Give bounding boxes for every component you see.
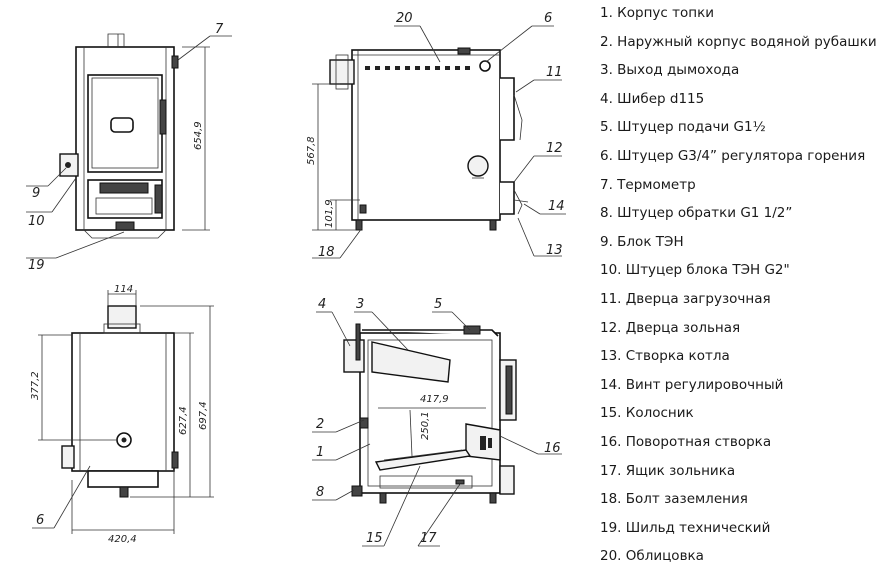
legend-item: 19. Шильд технический: [600, 519, 771, 536]
callout-11: 11: [546, 65, 563, 80]
callout-2: 2: [316, 417, 324, 432]
callout-9: 9: [32, 186, 40, 201]
callout-3: 3: [356, 297, 364, 312]
front-view: 654,9: [59, 33, 210, 239]
callout-14: 14: [548, 199, 565, 214]
legend-item: 16. Поворотная створка: [600, 433, 772, 450]
legend-item: 4. Шибер d115: [600, 90, 705, 107]
boiler-technical-drawing: 654,9: [26, 11, 566, 547]
legend-item: 2. Наружный корпус водяной рубашки: [600, 33, 877, 50]
callout-16: 16: [544, 441, 561, 456]
callout-7: 7: [215, 22, 224, 37]
rear-view: 114 377,2 627,4 697,4 420,4: [30, 284, 214, 545]
legend-item: 13. Створка котла: [600, 348, 730, 365]
side-view: 567,8 101,9: [306, 47, 529, 231]
dim-side-low: 101,9: [324, 199, 335, 228]
callout-1: 1: [316, 445, 324, 460]
legend-item: 8. Штуцер обратки G1 1/2”: [600, 205, 793, 222]
dim-section-depth: 250,1: [420, 411, 431, 440]
legend-item: 11. Дверца загрузочная: [600, 290, 771, 307]
callout-17: 17: [420, 531, 437, 546]
callout-20: 20: [396, 11, 413, 26]
dim-section-width: 417,9: [420, 394, 449, 405]
callout-numbers: 7 9 10 19 20 6 11 12 14 13 18 4 3 5 2 1 …: [28, 11, 565, 546]
dim-rear-h2: 697,4: [198, 401, 209, 430]
legend-item: 20. Облицовка: [600, 548, 704, 565]
legend-item: 15. Колосник: [600, 405, 694, 422]
dim-rear-width: 420,4: [108, 534, 137, 545]
callout-12: 12: [546, 141, 563, 156]
callout-19: 19: [28, 258, 45, 273]
callout-6-side: 6: [544, 11, 552, 26]
legend-item: 14. Винт регулировочный: [600, 376, 784, 393]
callout-leaders: [26, 25, 566, 547]
callout-6-rear: 6: [36, 513, 44, 528]
dim-rear-h1: 627,4: [178, 406, 189, 435]
legend-item: 7. Термометр: [600, 176, 696, 193]
legend-item: 18. Болт заземления: [600, 491, 748, 508]
legend-item: 10. Штуцер блока ТЭН G2": [600, 262, 790, 279]
callout-10: 10: [28, 214, 45, 229]
callout-18: 18: [318, 245, 335, 260]
section-view: 417,9 250,1: [343, 323, 517, 504]
legend-item: 6. Штуцер G3/4” регулятора горения: [600, 147, 866, 164]
legend-item: 5. Штуцер подачи G1½: [600, 119, 766, 136]
legend-item: 3. Выход дымохода: [600, 62, 740, 79]
legend-item: 9. Блок ТЭН: [600, 233, 684, 250]
callout-4: 4: [318, 297, 326, 312]
legend-item: 17. Ящик зольника: [600, 462, 736, 479]
dim-rear-mid: 377,2: [30, 371, 41, 400]
legend-item: 12. Дверца зольная: [600, 319, 741, 336]
callout-5: 5: [434, 297, 442, 312]
callout-8: 8: [316, 485, 324, 500]
callout-13: 13: [546, 243, 563, 258]
dim-side-height: 567,8: [306, 136, 317, 165]
callout-15: 15: [366, 531, 383, 546]
dim-rear-top: 114: [114, 284, 133, 295]
dim-front-height: 654,9: [193, 121, 204, 150]
parts-legend: 1. Корпус топки 2. Наружный корпус водян…: [600, 2, 892, 574]
legend-item: 1. Корпус топки: [600, 5, 714, 21]
